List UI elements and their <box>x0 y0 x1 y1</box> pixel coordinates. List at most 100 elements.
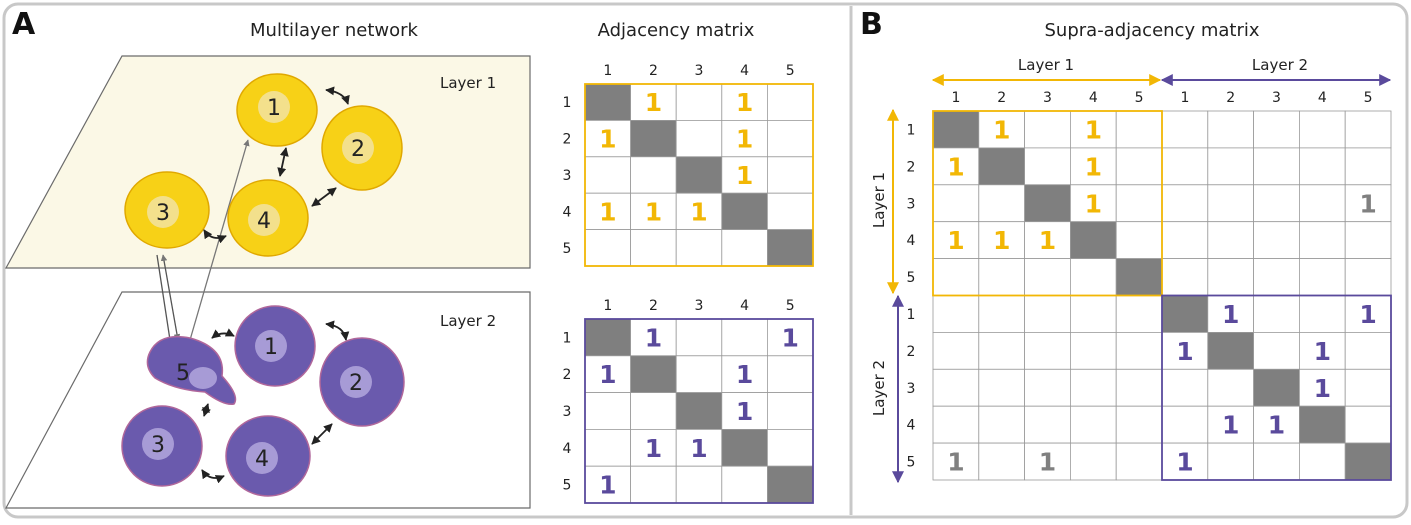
matrix-cell <box>1024 405 1071 444</box>
matrix-value: 1 <box>690 197 707 226</box>
matrix-cell <box>1253 147 1300 186</box>
matrix-cell <box>1207 147 1255 186</box>
matrix-cell <box>721 83 768 121</box>
supra-layer2-col-label: Layer 2 <box>1252 56 1308 74</box>
matrix-cell <box>1115 147 1163 186</box>
column-label: 3 <box>1272 90 1281 106</box>
supra-layer1-row-label: Layer 1 <box>870 172 888 228</box>
node-label: 3 <box>156 201 170 226</box>
matrix-value: 1 <box>947 226 964 255</box>
matrix-cell <box>1299 442 1346 481</box>
matrix-cell <box>1115 368 1163 407</box>
matrix-value: 1 <box>599 360 616 389</box>
panel-b-label: B <box>860 7 883 42</box>
row-label: 5 <box>907 270 916 286</box>
column-label: 5 <box>786 63 795 79</box>
edge-2-4 <box>311 423 333 445</box>
matrix-cell <box>1344 405 1392 444</box>
matrix-cell <box>1344 110 1392 149</box>
edge-2-4 <box>311 187 337 207</box>
matrix-value: 1 <box>736 397 753 426</box>
layer1-node-1: 1 <box>236 73 318 147</box>
matrix-cell <box>767 156 814 194</box>
diagonal-cell <box>1344 442 1392 481</box>
diagonal-cell <box>675 156 723 194</box>
matrix-value: 1 <box>736 125 753 154</box>
diagonal-cell <box>630 355 677 393</box>
matrix-cell <box>932 442 980 481</box>
interlayer-value: 1 <box>1039 448 1056 477</box>
matrix-cell <box>1207 110 1255 149</box>
supra-title: Supra-adjacency matrix <box>1045 20 1260 41</box>
row-label: 2 <box>563 367 572 383</box>
column-label: 3 <box>695 298 704 314</box>
layer1-node-4: 4 <box>227 179 309 257</box>
matrix-cell <box>1070 368 1117 407</box>
matrix-cell <box>1207 221 1255 259</box>
layer2-plane-label: Layer 2 <box>440 312 496 330</box>
column-label: 1 <box>951 90 960 106</box>
matrix-cell <box>1344 368 1392 407</box>
matrix-cell <box>675 83 723 121</box>
matrix-value: 1 <box>599 197 616 226</box>
matrix-cell <box>1344 147 1392 186</box>
matrix-cell <box>932 221 980 259</box>
matrix-cell <box>767 318 814 357</box>
matrix-cell <box>1253 405 1300 444</box>
row-label: 2 <box>907 344 916 360</box>
matrix-cell <box>1070 258 1117 296</box>
matrix-cell <box>1299 147 1346 186</box>
edge-1-2 <box>325 320 350 341</box>
column-label: 1 <box>603 298 612 314</box>
interlayer-value: 1 <box>947 448 964 477</box>
layer1-node-2: 2 <box>321 105 403 191</box>
column-label: 4 <box>740 298 749 314</box>
row-label: 3 <box>563 404 572 420</box>
diagonal-cell <box>584 318 631 357</box>
matrix-cell <box>1161 368 1209 407</box>
matrix-cell <box>1253 110 1300 149</box>
matrix-cell <box>1115 295 1163 333</box>
matrix-value: 1 <box>1222 411 1239 440</box>
diagonal-cell <box>630 120 677 158</box>
matrix-cell <box>1024 258 1071 296</box>
matrix-cell <box>1344 184 1392 223</box>
diagonal-cell <box>1253 368 1300 407</box>
matrix-cell <box>721 229 768 267</box>
matrix-value: 1 <box>781 323 798 352</box>
matrix-cell <box>978 368 1025 407</box>
node-label: 1 <box>267 96 281 121</box>
row-label: 5 <box>563 478 572 494</box>
matrix-cell <box>932 295 980 333</box>
column-label: 1 <box>1180 90 1189 106</box>
column-label: 4 <box>1089 90 1098 106</box>
column-label: 1 <box>603 63 612 79</box>
edge-3-4 <box>201 469 225 484</box>
node-label: 4 <box>255 447 269 472</box>
block-border <box>1161 294 1392 481</box>
column-label: 2 <box>997 90 1006 106</box>
matrix-cell <box>1161 258 1209 296</box>
matrix-cell <box>767 83 814 121</box>
node-label: 4 <box>257 209 271 234</box>
matrix-cell <box>630 465 677 504</box>
diagonal-cell <box>1207 331 1255 370</box>
matrix-value: 1 <box>1085 189 1102 218</box>
diagonal-cell <box>584 83 631 121</box>
matrix-value: 1 <box>947 152 964 181</box>
matrix-value: 1 <box>736 360 753 389</box>
matrix-cell <box>1161 221 1209 259</box>
diagonal-cell <box>721 192 768 230</box>
diagonal-cell <box>1024 184 1071 223</box>
layer2-node-1: 1 <box>234 305 316 387</box>
supra-layer2-row-label: Layer 2 <box>870 360 888 416</box>
edge-1-2 <box>325 86 350 105</box>
matrix-cell <box>767 120 814 158</box>
row-label: 1 <box>563 95 572 111</box>
row-label: 2 <box>563 132 572 148</box>
row-label: 5 <box>563 241 572 257</box>
matrix-cell <box>1070 331 1117 370</box>
matrix-cell <box>978 295 1025 333</box>
